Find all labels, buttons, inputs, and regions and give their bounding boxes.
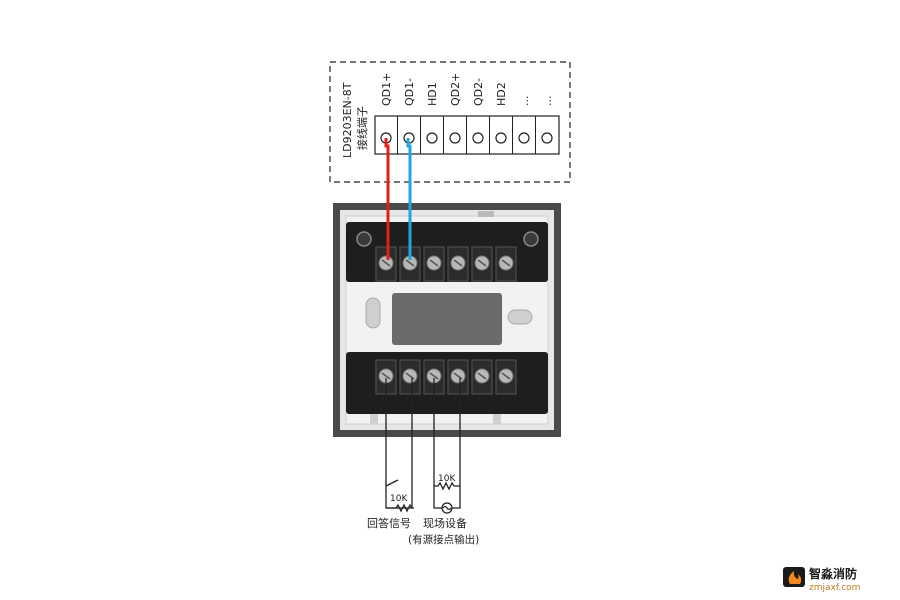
screw-slot — [477, 372, 487, 380]
corner-screw-icon — [523, 231, 539, 247]
mount-slot-left — [365, 297, 381, 329]
screw-slot — [429, 372, 439, 380]
switch-contact-icon — [385, 479, 399, 487]
terminal-label: HD1 — [426, 82, 439, 106]
terminal-label: HD2 — [495, 82, 508, 106]
field-device-note: (有源接点输出) — [408, 533, 479, 546]
watermark-brand: 智淼消防 — [808, 566, 857, 581]
field-device-label: 现场设备 — [423, 516, 467, 530]
negative-wire — [406, 138, 412, 260]
screw-slot — [501, 259, 511, 267]
connection-wires — [384, 138, 412, 260]
screw-slot — [429, 259, 439, 267]
terminal-label: QD2+ — [449, 73, 462, 106]
terminal-hole-icon — [495, 132, 507, 144]
terminal-label: ... — [518, 96, 531, 107]
resistor-left-icon — [386, 503, 414, 513]
terminal-label: QD1+ — [380, 73, 393, 106]
watermark-url: zmjaxf.com — [809, 583, 860, 593]
controller-model-label: LD9203EN-8T — [341, 82, 354, 158]
resistor-right-label: 10K — [438, 474, 456, 484]
controller-terminal-box: LD9203EN-8T 接线端子 QD1+ QD1- HD1 QD2+ QD2- HD2.… — [329, 61, 571, 183]
terminal-hole-icon — [541, 132, 553, 144]
screw-slot — [381, 372, 391, 380]
screw-slot — [453, 372, 463, 380]
answer-signal-label: 回答信号 — [367, 516, 411, 530]
resistor-left-label: 10K — [390, 494, 408, 504]
screw-slot — [405, 259, 415, 267]
terminal-hole-icon — [426, 132, 438, 144]
mount-slot-right — [507, 309, 533, 325]
screw-slot — [501, 372, 511, 380]
screw-slot — [405, 372, 415, 380]
terminal-hole-icon — [472, 132, 484, 144]
field-wiring — [385, 378, 461, 514]
terminal-hole-icon — [518, 132, 530, 144]
screw-slot — [477, 259, 487, 267]
terminal-label: QD2- — [472, 78, 485, 106]
terminal-hole-icon — [449, 132, 461, 144]
positive-wire — [384, 138, 390, 260]
watermark-logo: 智淼消防 zmjaxf.com — [783, 566, 860, 593]
terminal-label: QD1- — [403, 78, 416, 106]
controller-subtitle-label: 接线端子 — [355, 106, 369, 150]
module-body — [333, 203, 561, 437]
display-window — [392, 293, 502, 345]
terminal-label: ... — [541, 96, 554, 107]
screw-slot — [453, 259, 463, 267]
resistor-right-icon — [434, 481, 460, 491]
corner-screw-icon — [356, 231, 372, 247]
screw-slot — [381, 259, 391, 267]
